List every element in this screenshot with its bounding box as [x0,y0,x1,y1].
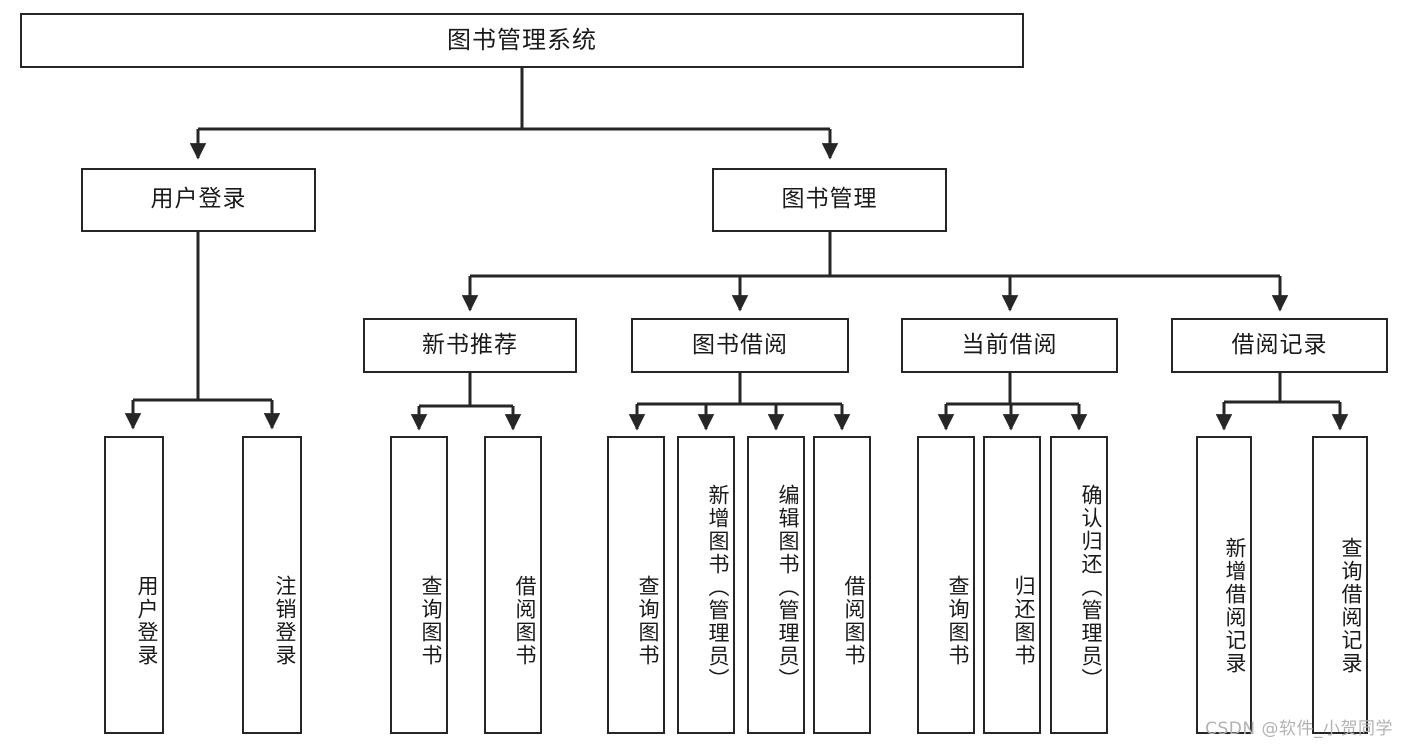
node-label: 当前借阅 [961,331,1058,358]
node-label: 借阅图书 [842,575,866,667]
node-label: 图书管理 [781,186,878,213]
node-current-borrow[interactable]: 当前借阅 [901,318,1118,373]
node-label: 新增图书（管理员） [706,483,730,691]
node-label: 编辑图书（管理员） [776,483,800,691]
node-label: 借阅记录 [1231,331,1328,358]
node-label: 图书管理系统 [447,26,597,55]
node-label: 新书推荐 [422,331,518,358]
node-book-borrow[interactable]: 图书借阅 [631,318,849,373]
node-new-book-rec[interactable]: 新书推荐 [363,318,577,373]
node-label: 确认归还（管理员） [1079,483,1103,691]
node-user-login[interactable]: 用户登录 [81,168,316,232]
node-leaf-return-book[interactable]: 归还图书 [983,436,1041,734]
node-leaf-user-login[interactable]: 用户登录 [104,436,164,734]
node-leaf-borrow-book-1[interactable]: 借阅图书 [484,436,542,734]
node-leaf-query-book-2[interactable]: 查询图书 [607,436,665,734]
node-label: 查询图书 [419,575,443,667]
node-leaf-confirm-return[interactable]: 确认归还（管理员） [1050,436,1108,734]
node-leaf-add-record[interactable]: 新增借阅记录 [1196,436,1252,734]
node-label: 借阅图书 [513,575,537,667]
node-label: 新增借阅记录 [1223,537,1247,675]
node-label: 用户登录 [135,575,159,667]
node-label: 注销登录 [273,575,297,667]
node-leaf-user-logout[interactable]: 注销登录 [242,436,302,734]
node-leaf-borrow-book-2[interactable]: 借阅图书 [813,436,871,734]
csdn-watermark: CSDN @软件_小贺同学 [1205,719,1393,739]
node-label: 归还图书 [1012,575,1036,667]
node-label: 查询图书 [946,575,970,667]
node-leaf-query-book-1[interactable]: 查询图书 [390,436,448,734]
node-label: 图书借阅 [692,331,788,358]
node-leaf-query-record[interactable]: 查询借阅记录 [1312,436,1368,734]
node-leaf-add-book[interactable]: 新增图书（管理员） [677,436,735,734]
node-leaf-query-book-3[interactable]: 查询图书 [917,436,975,734]
node-label: 用户登录 [150,186,247,213]
node-label: 查询借阅记录 [1339,537,1363,675]
node-borrow-record[interactable]: 借阅记录 [1171,318,1388,373]
node-leaf-edit-book[interactable]: 编辑图书（管理员） [747,436,805,734]
node-root-system[interactable]: 图书管理系统 [20,13,1024,68]
node-label: 查询图书 [636,575,660,667]
node-book-manage[interactable]: 图书管理 [712,168,947,232]
